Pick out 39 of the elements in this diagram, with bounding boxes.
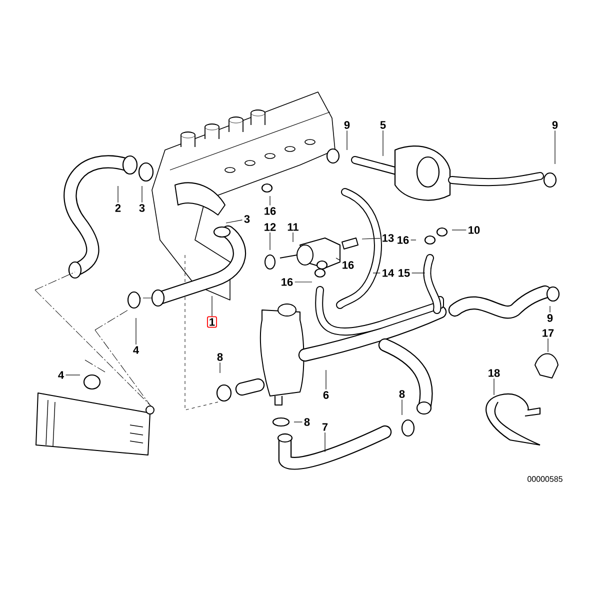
callout-number: 7: [322, 423, 328, 431]
callout-number: 13: [382, 234, 394, 242]
callout-number: 16: [264, 207, 276, 215]
callout-number: 14: [382, 269, 394, 277]
leader-line: [324, 432, 326, 452]
leader-line: [65, 374, 80, 376]
callout-number: 9: [552, 121, 558, 129]
callout-number: 3: [139, 204, 145, 212]
callout-number: 16: [282, 278, 293, 286]
callout-number: 10: [468, 226, 480, 234]
leader-line: [292, 232, 294, 242]
leader-line: [554, 130, 556, 164]
callout-number: 2: [115, 204, 121, 212]
callout-number: 9: [344, 121, 350, 129]
drawing-number: 00000585: [528, 476, 562, 482]
highlighted-callout: 1: [207, 316, 217, 328]
leader-line: [336, 258, 340, 261]
callout-number: 3: [244, 215, 250, 223]
callout-number: 8: [217, 353, 223, 361]
callout-number: 16: [398, 236, 409, 244]
callout-number: 12: [264, 223, 276, 231]
callout-number: 18: [488, 369, 500, 377]
callout-number: 9: [547, 314, 553, 322]
callout-number: 8: [399, 390, 405, 398]
callout-number: 17: [542, 329, 554, 337]
leader-line: [382, 130, 384, 156]
callout-number: 4: [58, 371, 64, 379]
callout-number: 11: [288, 223, 298, 231]
callout-number: 4: [133, 346, 139, 354]
leader-line: [372, 272, 380, 274]
leader-line: [412, 272, 426, 274]
callout-number: 5: [380, 121, 386, 129]
leader-line: [226, 220, 243, 224]
callout-number: 8: [304, 418, 310, 426]
leader-line: [362, 238, 380, 240]
leader-line: [346, 130, 348, 150]
callout-number: 6: [323, 391, 329, 399]
callout-number: 16: [342, 261, 354, 269]
callout-number: 15: [398, 269, 410, 277]
